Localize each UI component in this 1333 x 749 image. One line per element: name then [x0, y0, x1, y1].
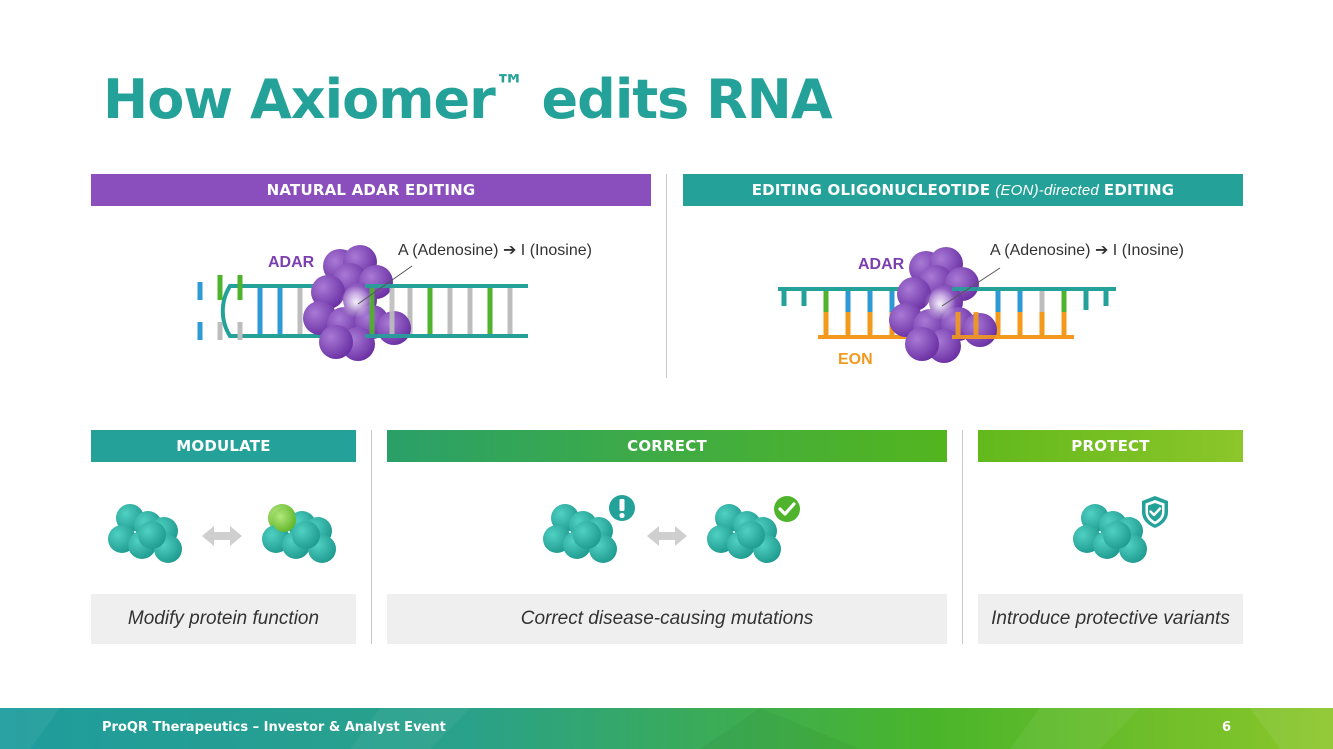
- correct-header-text: CORRECT: [627, 437, 707, 455]
- exclamation-icon: [609, 495, 635, 521]
- checkmark-icon: [774, 496, 800, 522]
- protein-icon-corrected: [707, 504, 781, 563]
- editing-site-glow: [340, 286, 372, 318]
- double-arrow-icon-correct: [647, 526, 687, 546]
- hairpin-loop: [220, 284, 260, 338]
- protect-caption-text: Introduce protective variants: [991, 608, 1230, 629]
- correct-illustration: [543, 495, 800, 563]
- conversion-label: A (Adenosine) ➔ I (Inosine): [398, 242, 592, 259]
- eon-header-bold-2: EDITING: [1103, 181, 1175, 199]
- modulate-header: MODULATE: [91, 430, 356, 462]
- bottom-divider-right: [962, 430, 963, 644]
- natural-adar-diagram: ADAR A (Adenosine) ➔ I (Inosine): [197, 242, 592, 361]
- correct-caption-text: Correct disease-causing mutations: [520, 608, 814, 629]
- modulate-illustration: [108, 504, 336, 563]
- eon-label: EON: [838, 351, 873, 368]
- eon-header-bold-1: EDITING OLIGONUCLEOTIDE: [751, 181, 991, 199]
- protect-illustration: [1073, 496, 1168, 563]
- eon-editing-diagram: ADAR EON A (Adenosine) ➔ I (Inosine): [778, 242, 1184, 368]
- protect-header-text: PROTECT: [1071, 437, 1150, 455]
- protein-icon-mutated: [543, 504, 617, 563]
- footer-texture: [0, 708, 1333, 749]
- protein-icon-original: [108, 504, 182, 563]
- correct-caption: Correct disease-causing mutations: [387, 594, 947, 644]
- footer-text: ProQR Therapeutics – Investor & Analyst …: [102, 720, 446, 735]
- shield-check-icon: [1142, 496, 1168, 528]
- natural-adar-header: NATURAL ADAR EDITING: [91, 174, 651, 206]
- page-title: How Axiomer™ edits RNA: [103, 52, 833, 135]
- pointer-line-eon: [941, 267, 1001, 307]
- page-number: 6: [1221, 720, 1231, 735]
- editing-site-glow-eon: [924, 288, 956, 320]
- correct-header: CORRECT: [387, 430, 947, 462]
- trademark-symbol: ™: [494, 69, 525, 104]
- modulate-caption-text: Modify protein function: [127, 608, 320, 629]
- protect-header: PROTECT: [978, 430, 1243, 462]
- bottom-divider-left: [371, 430, 372, 644]
- eon-header-italic: (EON)-directed: [995, 181, 1099, 199]
- title-rest: edits RNA: [523, 68, 833, 131]
- modulate-header-text: MODULATE: [176, 437, 271, 455]
- natural-adar-header-text: NATURAL ADAR EDITING: [266, 181, 476, 199]
- pointer-line: [357, 265, 413, 305]
- double-arrow-icon: [202, 526, 242, 546]
- adar-label-eon: ADAR: [858, 256, 905, 273]
- eon-editing-header: EDITING OLIGONUCLEOTIDE (EON)-directed E…: [683, 174, 1243, 206]
- conversion-label-eon: A (Adenosine) ➔ I (Inosine): [990, 242, 1184, 259]
- adar-label: ADAR: [268, 254, 315, 271]
- top-divider: [666, 174, 667, 378]
- protein-icon-modified: [262, 504, 336, 563]
- protein-icon-protected: [1073, 504, 1147, 563]
- title-main: How Axiomer: [103, 68, 496, 131]
- modulate-caption: Modify protein function: [91, 594, 356, 644]
- footer-bar: ProQR Therapeutics – Investor & Analyst …: [0, 708, 1333, 749]
- protect-caption: Introduce protective variants: [978, 594, 1243, 644]
